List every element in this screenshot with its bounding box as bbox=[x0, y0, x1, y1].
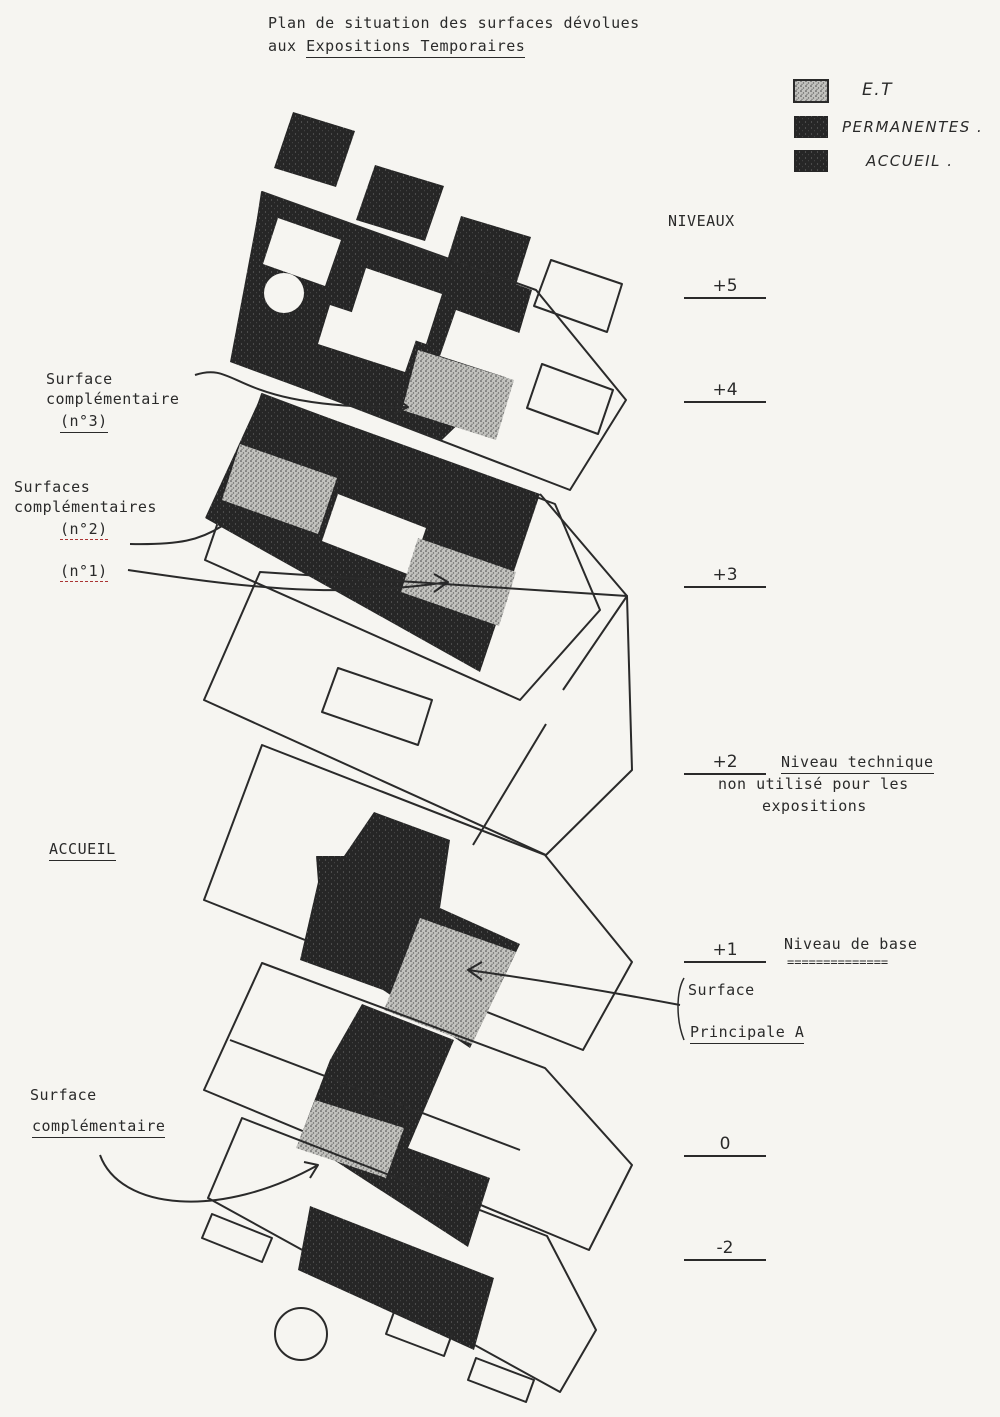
label-surfaces12-line1: Surfaces bbox=[14, 478, 91, 496]
label-principale-line1: Surface bbox=[688, 981, 755, 999]
level-label-plus3: +3 bbox=[684, 567, 766, 588]
level-label-plus2: +2 bbox=[684, 754, 766, 775]
arrow-surface-2 bbox=[129, 525, 223, 546]
label-principale-line2: Principale A bbox=[690, 1023, 805, 1044]
level4-et-surface-3 bbox=[402, 350, 514, 440]
levels-heading: NIVEAUX bbox=[668, 212, 735, 230]
arrow-principale-a bbox=[467, 969, 681, 1006]
label-surface1-num: (n°1) bbox=[60, 562, 108, 582]
level-label-plus5: +5 bbox=[684, 278, 766, 299]
level5-block-1 bbox=[274, 112, 355, 187]
level1-et-principale-a bbox=[384, 918, 516, 1044]
level2-inner-box bbox=[321, 667, 433, 746]
arrow-surface-0 bbox=[99, 1154, 319, 1203]
level1-outline bbox=[203, 744, 633, 1051]
level-2-dark bbox=[298, 1206, 494, 1350]
level0-outline bbox=[203, 962, 633, 1251]
label-surface3-line1: Surface bbox=[46, 370, 113, 388]
label-surface3-line2: complémentaire bbox=[46, 390, 180, 408]
legend-swatch-permanentes bbox=[794, 116, 828, 138]
label-surface3-num: (n°3) bbox=[60, 412, 108, 433]
title-line1: Plan de situation des surfaces dévolues bbox=[268, 14, 640, 32]
level0-et-surface bbox=[296, 1100, 404, 1178]
level5-block-4 bbox=[533, 259, 623, 333]
label-accueil: ACCUEIL bbox=[49, 840, 116, 861]
title-line2: aux Expositions Temporaires bbox=[268, 37, 526, 58]
label-surface0-line2: complémentaire bbox=[32, 1117, 166, 1138]
title-line2-underlined: Expositions Temporaires bbox=[306, 37, 526, 58]
arrow-surface-3 bbox=[194, 371, 409, 409]
level-label-plus4: +4 bbox=[684, 382, 766, 403]
note-level2-line2: non utilisé pour les bbox=[718, 775, 909, 793]
level3-et-surface-1 bbox=[401, 538, 516, 626]
legend-swatch-accueil bbox=[794, 150, 828, 172]
level-label-plus1: +1 bbox=[684, 942, 766, 963]
level-label-0: 0 bbox=[684, 1136, 766, 1157]
note-level1: Niveau de base bbox=[784, 935, 918, 953]
arrow-surface-1 bbox=[127, 569, 449, 592]
level-label-minus2: -2 bbox=[684, 1240, 766, 1261]
label-surface2-num: (n°2) bbox=[60, 520, 108, 540]
legend-label-et: E.T bbox=[862, 80, 894, 100]
level-2-outline bbox=[207, 1117, 597, 1393]
note-level1-rule: ============== bbox=[787, 955, 889, 969]
level2-outline bbox=[203, 571, 633, 856]
title-line2-prefix: aux bbox=[268, 37, 307, 55]
note-level2-line1: Niveau technique bbox=[781, 753, 934, 774]
label-surfaces12-line2: complémentaires bbox=[14, 498, 157, 516]
legend-label-accueil: ACCUEIL . bbox=[866, 152, 954, 170]
level5-block-2 bbox=[356, 165, 444, 241]
note-level2-line3: expositions bbox=[762, 797, 867, 815]
label-surface0-line1: Surface bbox=[30, 1086, 97, 1104]
level4-right-box bbox=[526, 363, 614, 435]
legend-label-permanentes: PERMANENTES . bbox=[842, 118, 984, 136]
legend-swatch-et bbox=[793, 79, 829, 103]
level3-et-surface-2 bbox=[222, 444, 337, 534]
